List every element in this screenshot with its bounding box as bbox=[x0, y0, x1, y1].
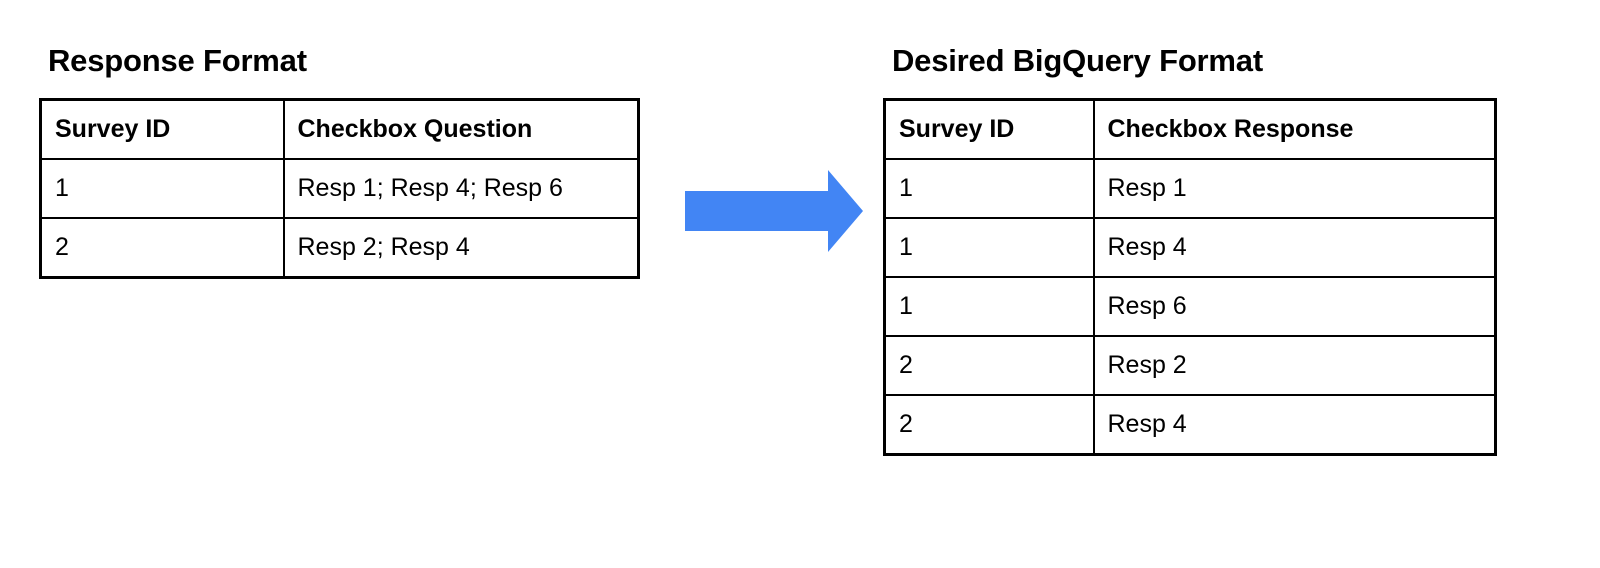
cell-checkbox-question: Resp 1; Resp 4; Resp 6 bbox=[282, 158, 640, 219]
cell-checkbox-response: Resp 1 bbox=[1092, 158, 1497, 219]
column-header-survey-id: Survey ID bbox=[883, 98, 1095, 160]
table-row: 2 Resp 2 bbox=[883, 335, 1497, 396]
cell-survey-id: 2 bbox=[883, 394, 1095, 456]
table-row: 1 Resp 6 bbox=[883, 276, 1497, 337]
page-title-response-format: Response Format bbox=[48, 43, 307, 78]
cell-survey-id: 1 bbox=[883, 158, 1095, 219]
cell-survey-id: 1 bbox=[883, 217, 1095, 278]
desired-bigquery-format-panel: Desired BigQuery Format Survey ID Checkb… bbox=[883, 45, 1497, 456]
transform-arrow-icon bbox=[683, 168, 865, 254]
cell-survey-id: 1 bbox=[39, 158, 285, 219]
table-header-row: Survey ID Checkbox Question bbox=[39, 98, 640, 160]
response-format-panel: Response Format Survey ID Checkbox Quest… bbox=[39, 45, 640, 279]
table-row: 1 Resp 1; Resp 4; Resp 6 bbox=[39, 158, 640, 219]
page-title-desired-bigquery-format: Desired BigQuery Format bbox=[892, 43, 1263, 78]
cell-checkbox-question: Resp 2; Resp 4 bbox=[282, 217, 640, 279]
table-row: 1 Resp 4 bbox=[883, 217, 1497, 278]
response-format-table: Survey ID Checkbox Question 1 Resp 1; Re… bbox=[39, 98, 640, 279]
column-header-checkbox-response: Checkbox Response bbox=[1092, 98, 1497, 160]
column-header-survey-id: Survey ID bbox=[39, 98, 285, 160]
cell-checkbox-response: Resp 6 bbox=[1092, 276, 1497, 337]
table-row: 2 Resp 2; Resp 4 bbox=[39, 217, 640, 279]
desired-bigquery-format-table: Survey ID Checkbox Response 1 Resp 1 1 R… bbox=[883, 98, 1497, 456]
table-row: 1 Resp 1 bbox=[883, 158, 1497, 219]
cell-checkbox-response: Resp 2 bbox=[1092, 335, 1497, 396]
table-row: 2 Resp 4 bbox=[883, 394, 1497, 456]
cell-checkbox-response: Resp 4 bbox=[1092, 217, 1497, 278]
cell-checkbox-response: Resp 4 bbox=[1092, 394, 1497, 456]
cell-survey-id: 2 bbox=[883, 335, 1095, 396]
column-header-checkbox-question: Checkbox Question bbox=[282, 98, 640, 160]
table-header-row: Survey ID Checkbox Response bbox=[883, 98, 1497, 160]
cell-survey-id: 1 bbox=[883, 276, 1095, 337]
cell-survey-id: 2 bbox=[39, 217, 285, 279]
